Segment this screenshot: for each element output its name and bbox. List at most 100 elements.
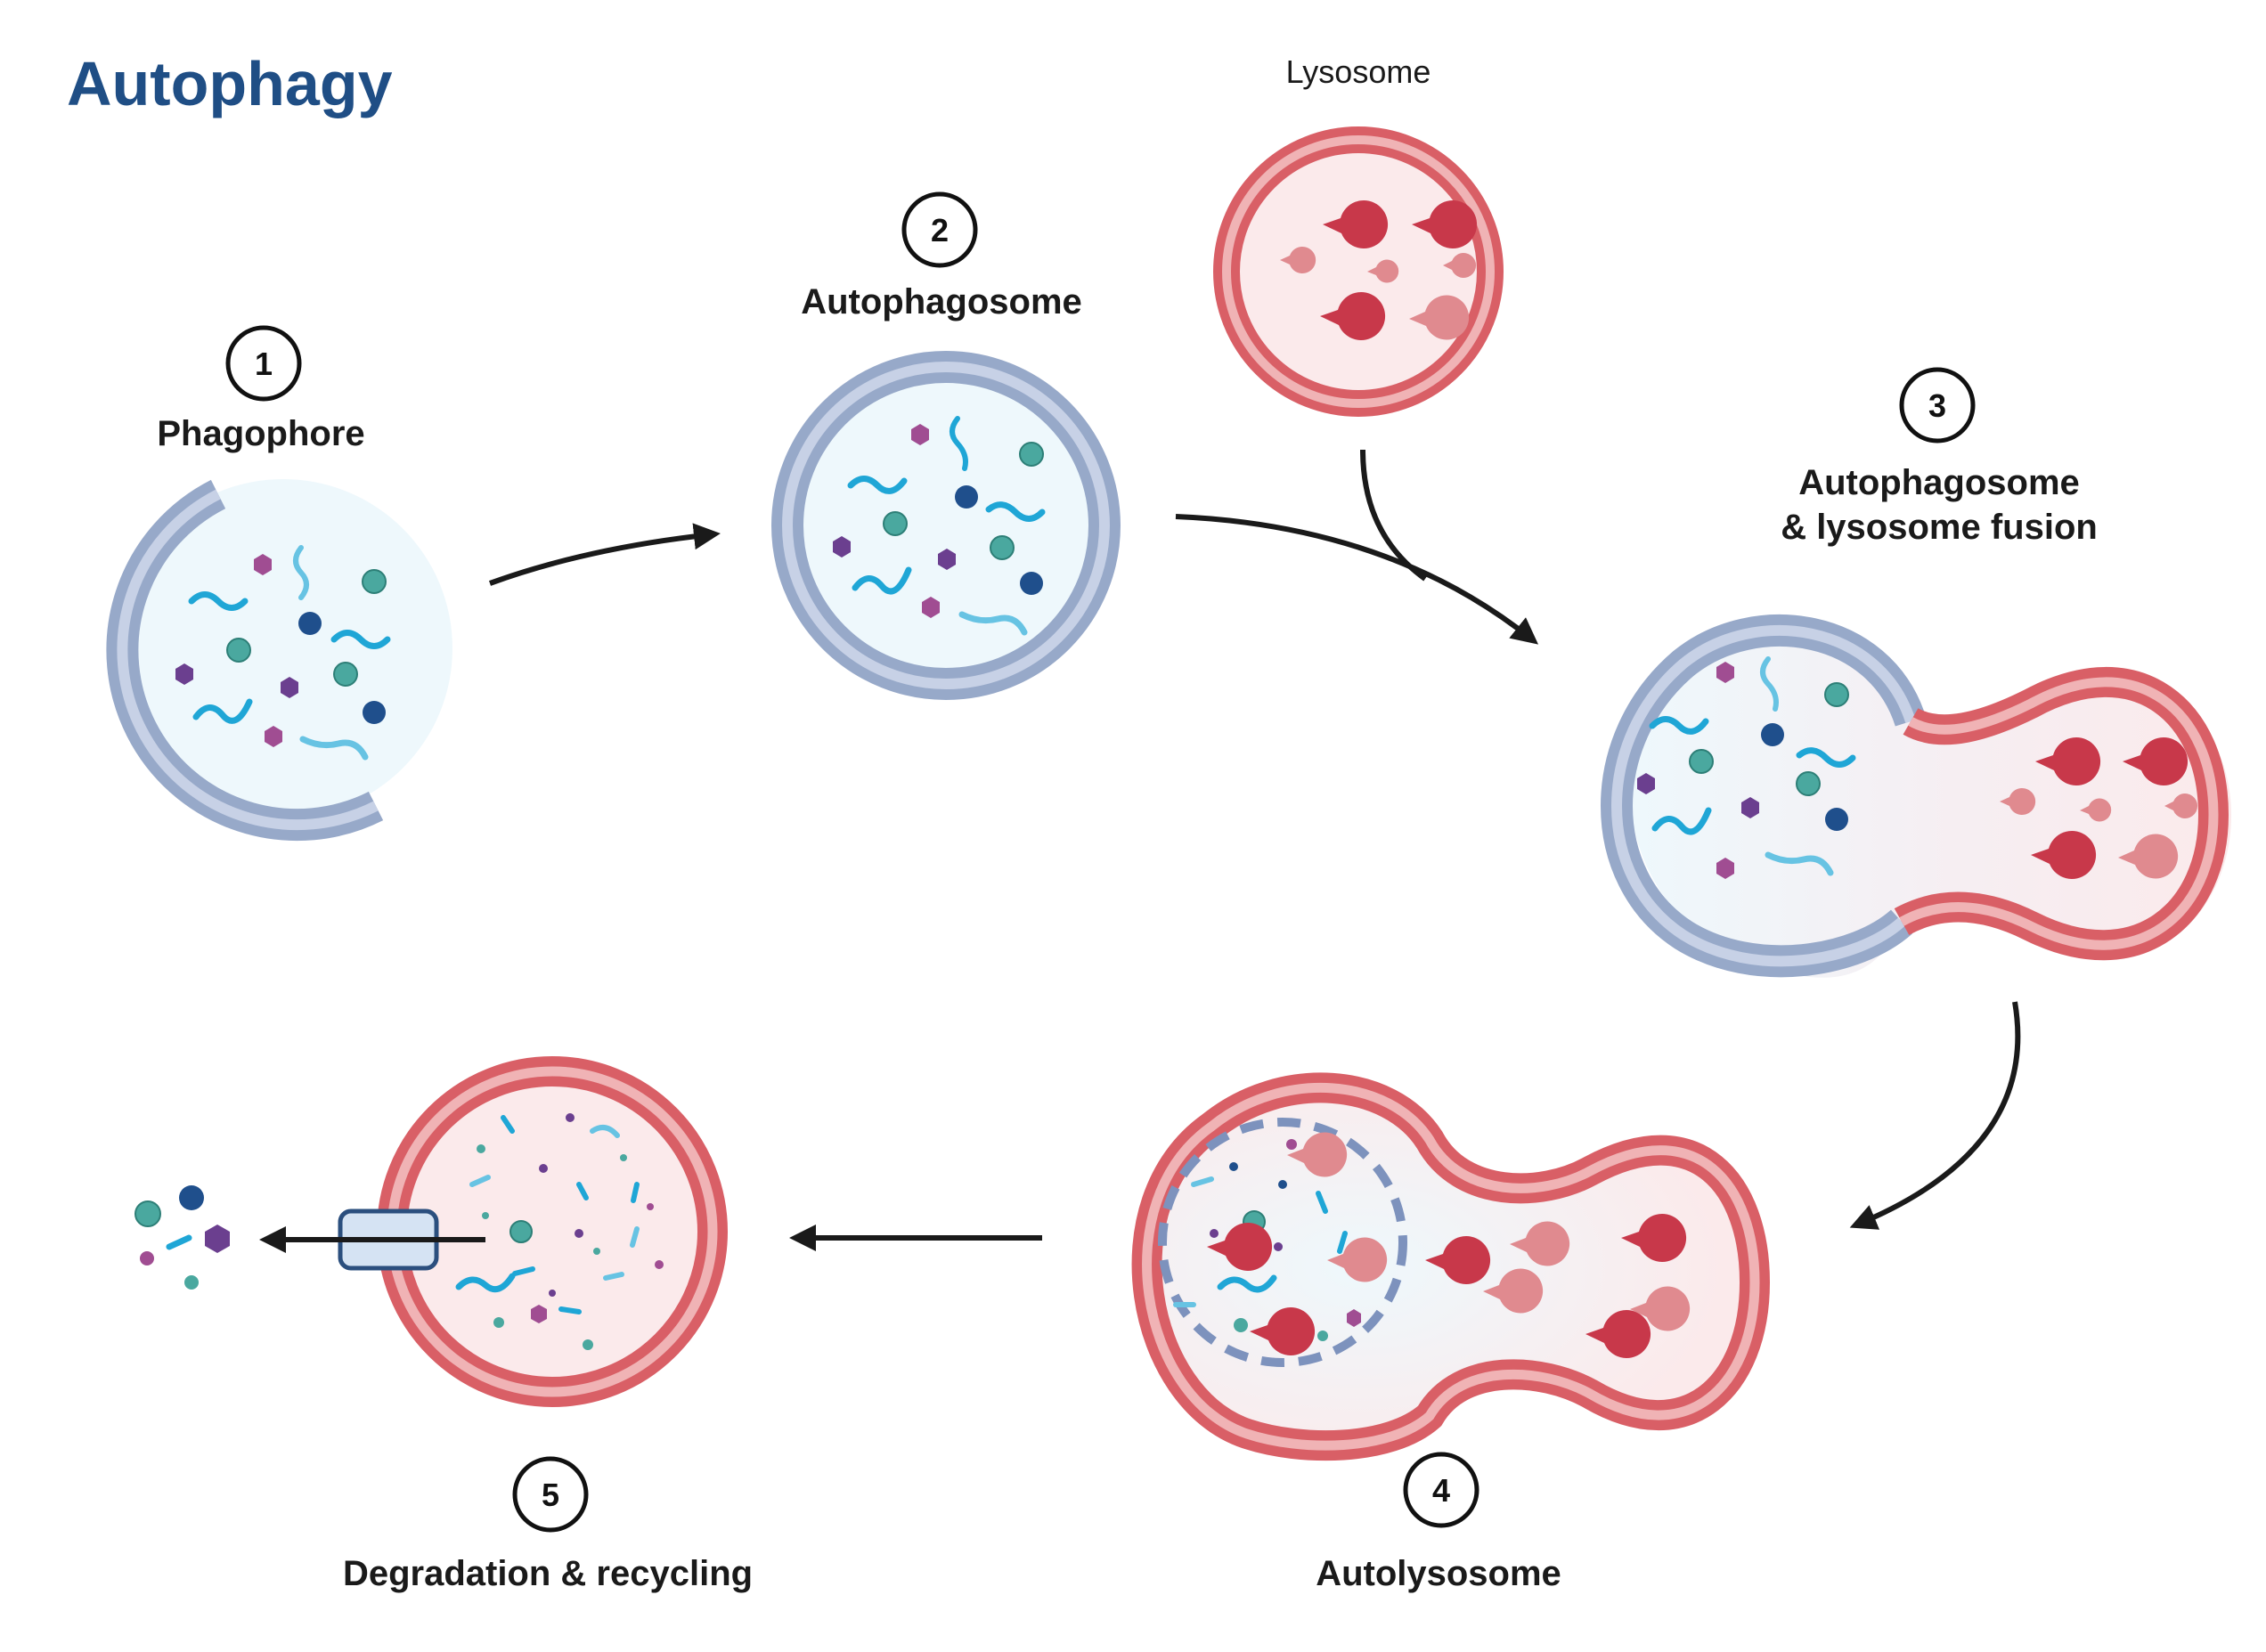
cargo-dot-icon bbox=[477, 1144, 485, 1153]
cargo-teal-icon bbox=[509, 1220, 533, 1243]
enzyme-icon bbox=[1585, 1309, 1651, 1358]
phagophore-cargo bbox=[175, 545, 391, 761]
enzyme-icon bbox=[1280, 247, 1316, 273]
step-4-number: 4 bbox=[1432, 1472, 1450, 1509]
degradation-fragments bbox=[455, 1113, 664, 1350]
molecule-navy-icon bbox=[179, 1185, 204, 1210]
arrow-phagophore-to-autophagosome bbox=[488, 523, 721, 586]
cargo-hexagon-icon bbox=[911, 424, 929, 445]
cargo-teal-icon bbox=[1824, 682, 1849, 707]
cargo-teal-icon bbox=[226, 638, 251, 663]
cargo-wave-icon bbox=[1796, 747, 1856, 768]
cargo-wave-icon bbox=[455, 1273, 516, 1293]
cargo-navy-icon bbox=[1229, 1162, 1238, 1171]
enzyme-icon bbox=[2118, 834, 2179, 879]
cargo-navy-icon bbox=[298, 612, 322, 635]
cargo-dot-icon bbox=[583, 1339, 593, 1350]
enzyme-icon bbox=[2035, 736, 2101, 785]
cargo-wave-icon bbox=[293, 545, 309, 600]
enzyme-icon bbox=[1443, 253, 1477, 279]
step-3-label-line2: & lysosome fusion bbox=[1781, 508, 2098, 547]
enzyme-icon bbox=[1207, 1222, 1273, 1271]
enzyme-icon bbox=[2031, 830, 2097, 879]
enzyme-icon bbox=[1630, 1286, 1691, 1331]
enzyme-icon bbox=[1412, 199, 1478, 248]
phagophore bbox=[106, 479, 452, 842]
page-title: Autophagy bbox=[67, 49, 393, 118]
cargo-dot-icon bbox=[493, 1317, 504, 1328]
cargo-hexagon-icon bbox=[531, 1305, 547, 1323]
cargo-wave-icon bbox=[192, 698, 253, 724]
cargo-teal-icon bbox=[1234, 1318, 1248, 1332]
cargo-fragment-icon bbox=[512, 1266, 535, 1276]
step-1-group: 1 Phagophore bbox=[157, 325, 365, 453]
step-2-number: 2 bbox=[931, 212, 949, 248]
enzyme-icon bbox=[2000, 787, 2036, 815]
cargo-hexagon-icon bbox=[1637, 773, 1655, 794]
enzyme-icon bbox=[2080, 798, 2112, 822]
cargo-dot-icon bbox=[1286, 1139, 1297, 1150]
cargo-hexagon-icon bbox=[265, 726, 282, 747]
cargo-fragment-icon bbox=[469, 1175, 491, 1187]
lysosome-lumen bbox=[1227, 140, 1490, 403]
cargo-navy-icon bbox=[1761, 723, 1784, 746]
cargo-fragment-icon bbox=[1191, 1176, 1214, 1187]
step-3-group: 3 Autophagosome & lysosome fusion bbox=[1781, 367, 2098, 547]
cargo-fragment-icon bbox=[576, 1182, 589, 1200]
cargo-dot-icon bbox=[1210, 1229, 1219, 1238]
molecule-teal-icon bbox=[134, 1200, 161, 1227]
cargo-fragment-icon bbox=[558, 1306, 582, 1314]
step-4-number-circle bbox=[1403, 1452, 1479, 1528]
arrow-fusion-to-autolysosome bbox=[1849, 1001, 2021, 1230]
cargo-fragment-icon bbox=[590, 1125, 620, 1138]
cargo-navy-icon bbox=[1020, 572, 1043, 595]
lysosome-label: Lysosome bbox=[1286, 53, 1431, 90]
molecule-dot-icon bbox=[184, 1275, 199, 1290]
step-5-number: 5 bbox=[542, 1477, 559, 1513]
cargo-wave-icon bbox=[1651, 807, 1712, 835]
fusion-membrane-red-inner bbox=[1899, 677, 2219, 950]
cargo-teal-icon bbox=[1796, 771, 1821, 796]
cargo-navy-icon bbox=[955, 485, 978, 509]
cargo-dot-icon bbox=[1274, 1242, 1283, 1251]
enzyme-icon bbox=[1510, 1221, 1570, 1266]
cargo-fragment-icon bbox=[630, 1226, 640, 1248]
cargo-dot-icon bbox=[549, 1290, 556, 1297]
molecule-fragment-icon bbox=[166, 1234, 192, 1250]
cargo-wave-icon bbox=[299, 736, 369, 761]
lysosome-enzymes bbox=[1280, 199, 1478, 340]
recycled-molecules bbox=[134, 1185, 230, 1290]
fusion-membrane-blue-inner bbox=[1611, 625, 1916, 967]
step-3-label-line1: Autophagosome bbox=[1798, 463, 2080, 502]
cargo-fragment-icon bbox=[1316, 1191, 1328, 1214]
cargo-teal-icon bbox=[883, 511, 908, 536]
cargo-teal-icon bbox=[362, 569, 387, 594]
cargo-fragment-icon bbox=[1337, 1231, 1348, 1254]
cargo-hexagon-icon bbox=[1347, 1309, 1361, 1327]
fusion-enzymes bbox=[2000, 736, 2198, 879]
molecule-dot-icon bbox=[140, 1251, 154, 1265]
step-2-group: 2 Autophagosome bbox=[801, 191, 1082, 321]
cargo-fragment-icon bbox=[501, 1115, 515, 1134]
cargo-dot-icon bbox=[620, 1154, 627, 1161]
enzyme-icon bbox=[2164, 793, 2198, 818]
step-3-number-circle bbox=[1899, 367, 1976, 444]
step-1-number-circle bbox=[225, 325, 302, 402]
autolysosome-enzymes bbox=[1207, 1132, 1691, 1358]
cargo-wave-icon bbox=[985, 501, 1046, 522]
cargo-wave-icon bbox=[1765, 851, 1834, 876]
arrow-lysosome-to-fusion bbox=[1360, 449, 1427, 582]
lysosome-membrane-inner bbox=[1222, 135, 1495, 408]
autophagosome-cargo bbox=[833, 416, 1046, 636]
cargo-hexagon-icon bbox=[833, 536, 851, 557]
autolysosome bbox=[1131, 1072, 1771, 1461]
step-2-number-circle bbox=[901, 191, 978, 268]
enzyme-icon bbox=[1367, 259, 1399, 283]
step-5-label: Degradation & recycling bbox=[343, 1554, 753, 1593]
enzyme-icon bbox=[2123, 736, 2189, 785]
cargo-teal-icon bbox=[1689, 749, 1714, 774]
cargo-dot-icon bbox=[575, 1229, 583, 1238]
fusion-body bbox=[1629, 630, 2231, 978]
cargo-dot-icon bbox=[566, 1113, 575, 1122]
